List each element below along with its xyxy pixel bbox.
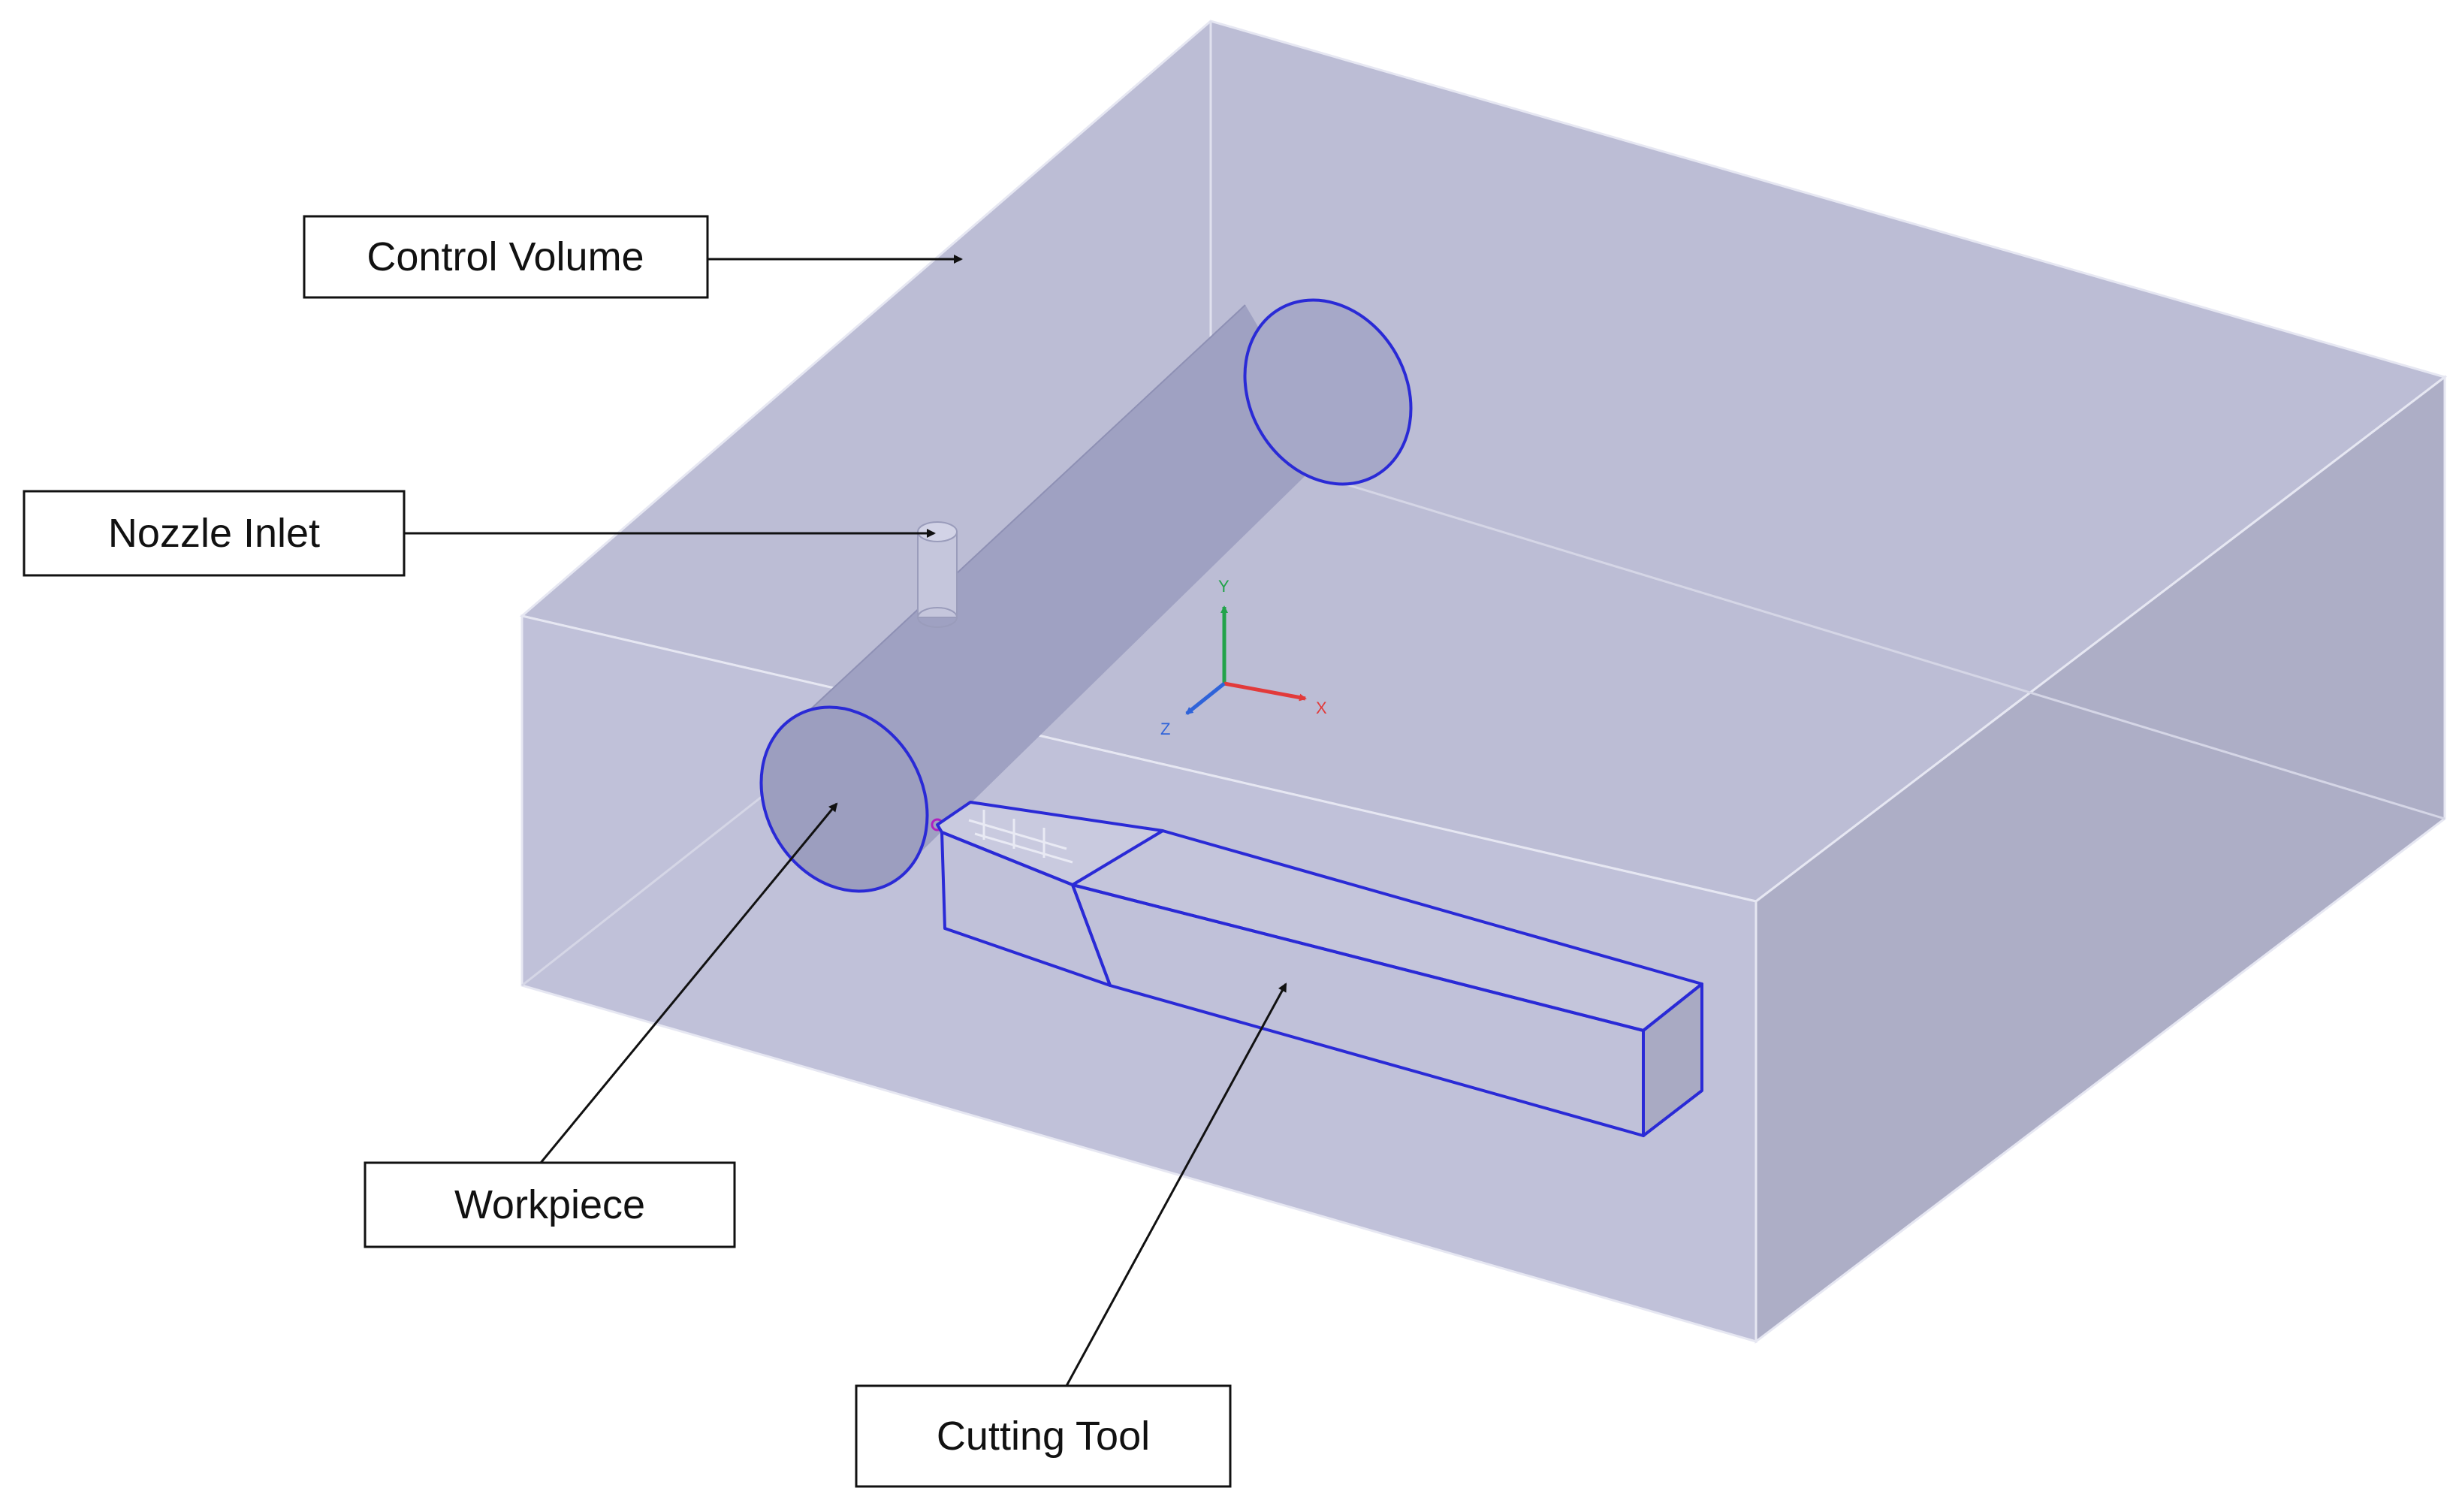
label-control-volume: Control Volume (367, 234, 644, 279)
workpiece-cylinder (759, 298, 1413, 893)
workpiece-arrow (539, 802, 838, 1163)
cutting-tool-arrow (1065, 982, 1287, 1387)
axis-z-arrow (1185, 682, 1226, 715)
chip-pattern (968, 810, 1073, 864)
cylinder-edge (794, 304, 1246, 725)
axis-x-arrow (1223, 681, 1307, 702)
nozzle-inlet-tube (917, 521, 958, 628)
axis-y-label: Y (1218, 577, 1229, 596)
tool-tip-edge (941, 831, 1073, 886)
cylinder-body (795, 305, 1331, 862)
label-workpiece: Workpiece (454, 1182, 645, 1227)
callout-cutting-tool: Cutting Tool (855, 1384, 1232, 1488)
axis-x-label: X (1316, 699, 1327, 717)
leader-arrows (404, 255, 1287, 1387)
axis-z-label: Z (1160, 720, 1170, 738)
callout-workpiece: Workpiece (364, 1161, 736, 1248)
box-hidden-edge (1210, 442, 2445, 820)
control-volume-box (519, 20, 2448, 1345)
callout-control-volume: Control Volume (303, 215, 709, 299)
cylinder-far-end (1243, 298, 1413, 486)
tool-shank-end (1642, 982, 1703, 1137)
tool-tip-flank (940, 831, 1112, 987)
label-nozzle-inlet: Nozzle Inlet (108, 511, 320, 556)
label-cutting-tool: Cutting Tool (937, 1414, 1150, 1459)
coordinate-axes: Y X Z (1160, 577, 1327, 738)
callout-nozzle-inlet: Nozzle Inlet (23, 490, 406, 577)
cutting-tool (936, 801, 1703, 1137)
